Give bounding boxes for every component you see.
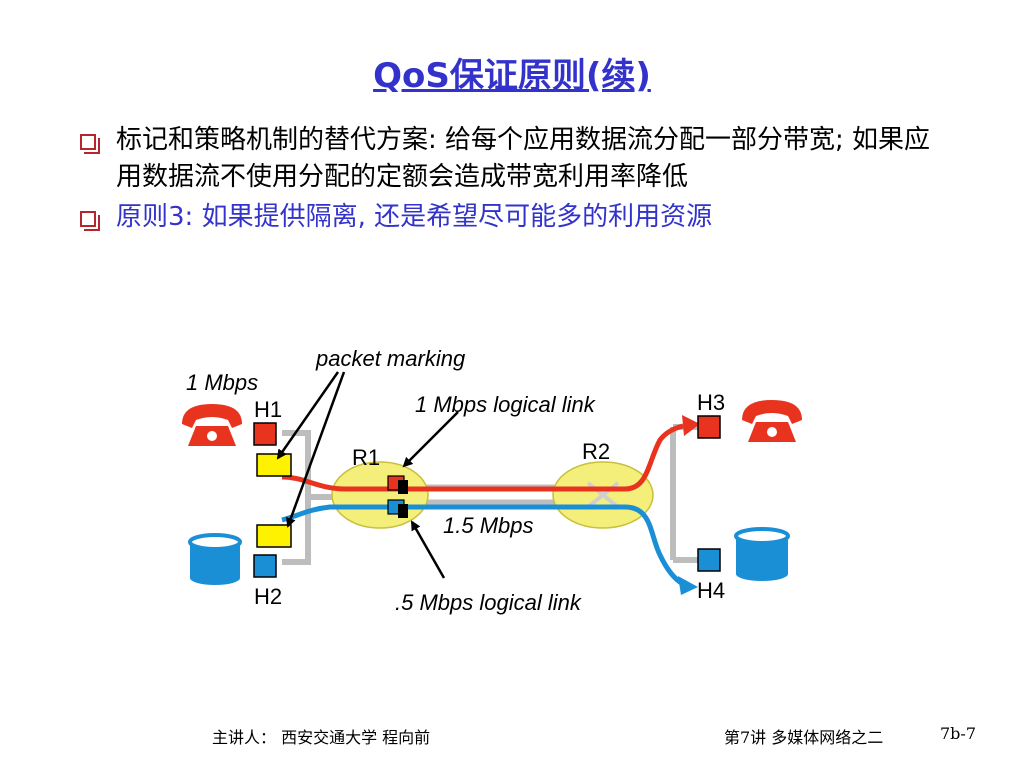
blue-flow-arrow <box>281 504 685 587</box>
footer-presenter: 主讲人： 西安交通大学 程向前 <box>212 728 431 747</box>
label-h3: H3 <box>697 390 725 415</box>
label-packet-marking: packet marking <box>315 346 466 371</box>
label-logical-link-05: .5 Mbps logical link <box>395 590 582 615</box>
bullet-item-2: 原则3: 如果提供隔离, 还是希望尽可能多的利用资源 <box>76 199 956 236</box>
red-flow-arrowhead <box>682 415 700 436</box>
phone-icon-left <box>182 404 242 446</box>
marker-box-h2 <box>256 524 292 548</box>
slide-title: QoS保证原则(续) <box>373 56 651 96</box>
bullet-box-icon <box>80 211 96 227</box>
host-h4 <box>697 548 721 572</box>
host-h1 <box>253 422 277 446</box>
bullet-text-2: 原则3: 如果提供隔离, 还是希望尽可能多的利用资源 <box>116 202 713 232</box>
label-h2: H2 <box>254 584 282 609</box>
bullet-item-1: 标记和策略机制的替代方案: 给每个应用数据流分配一部分带宽; 如果应用数据流不使… <box>76 122 956 196</box>
bullet-box-icon <box>80 134 96 150</box>
host-h2 <box>253 554 277 578</box>
phone-icon-right <box>742 400 802 442</box>
label-logical-link-1: 1 Mbps logical link <box>415 392 596 417</box>
annotation-arrows <box>276 371 459 579</box>
marker-box-h1 <box>256 453 292 477</box>
host-h3 <box>697 415 721 439</box>
r1-queues <box>387 475 408 518</box>
label-h4: H4 <box>697 578 725 603</box>
footer-page-number: 7b-7 <box>940 724 977 743</box>
router-r1 <box>331 461 429 529</box>
label-h1-rate: 1 Mbps <box>186 370 258 395</box>
footer-lecture: 第7讲 多媒体网络之二 <box>724 728 884 747</box>
disk-icon-left <box>188 533 242 585</box>
label-r1: R1 <box>352 445 380 470</box>
bullet-list: 标记和策略机制的替代方案: 给每个应用数据流分配一部分带宽; 如果应用数据流不使… <box>76 122 956 236</box>
blue-flow-arrowhead <box>678 576 698 595</box>
red-flow-arrow <box>281 423 684 492</box>
label-h1: H1 <box>254 397 282 422</box>
label-r2: R2 <box>582 439 610 464</box>
bullet-text-1: 标记和策略机制的替代方案: 给每个应用数据流分配一部分带宽; 如果应用数据流不使… <box>116 125 931 192</box>
label-link-rate: 1.5 Mbps <box>443 513 534 538</box>
disk-icon-right <box>734 527 790 581</box>
